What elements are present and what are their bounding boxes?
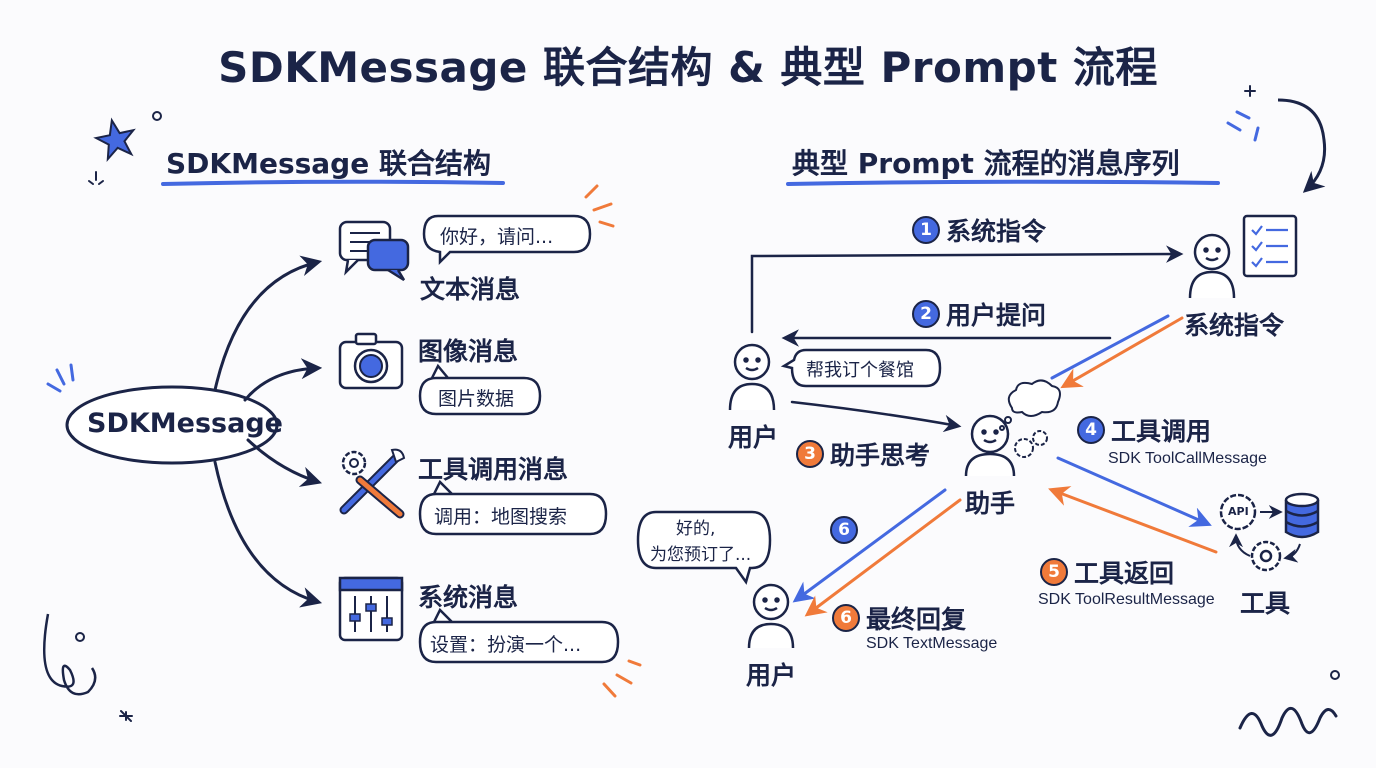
dot-decoration-3 — [1330, 670, 1340, 680]
database-icon — [1284, 492, 1320, 539]
bubble-system-content: 设置：扮演一个... — [430, 634, 582, 656]
bubble-tool-shape — [418, 479, 608, 536]
orange-spark-decoration — [584, 184, 642, 698]
step-5: 5 工具返回 — [1040, 554, 1174, 590]
step-6-sub: SDK TextMessage — [866, 635, 998, 652]
dot-decoration — [152, 111, 162, 121]
branch-label-text: 文本消息 — [420, 275, 521, 304]
cog-icon — [1250, 540, 1282, 572]
dot-decoration-2 — [75, 632, 85, 642]
sliders-icon — [338, 576, 404, 642]
user-top-icon — [728, 343, 776, 411]
step-3-label: 助手思考 — [830, 441, 931, 470]
step-6: 6 最终回复 — [832, 600, 966, 636]
right-heading: 典型 Prompt 流程的消息序列 — [792, 147, 1180, 180]
api-gear-icon — [1219, 493, 1257, 531]
reply-bubble-line1: 好的, — [676, 519, 716, 539]
thought-cloud-icon — [999, 379, 1061, 458]
system-person-icon — [1188, 233, 1236, 299]
bubble-text-content: 你好，请问... — [440, 226, 554, 248]
step-4-sub: SDK ToolCallMessage — [1108, 450, 1267, 467]
step-6a-number: 6 — [830, 516, 858, 544]
step-6-label: 最终回复 — [866, 605, 967, 634]
camera-icon — [338, 332, 404, 390]
bubble-text-shape — [422, 214, 592, 266]
step-5-label: 工具返回 — [1074, 559, 1175, 588]
tool-cycle-arrows — [1229, 505, 1301, 563]
user-bottom-icon — [747, 583, 795, 649]
step-5-sub: SDK ToolResultMessage — [1038, 591, 1215, 608]
user-top-label: 用户 — [728, 423, 779, 452]
step-2-label: 用户提问 — [946, 301, 1047, 330]
step-4-number: 4 — [1077, 416, 1105, 444]
branch-label-image: 图像消息 — [418, 337, 519, 366]
chat-icon — [338, 220, 410, 282]
arrow-user-to-assistant — [790, 400, 962, 433]
branch-label-system: 系统消息 — [418, 583, 519, 612]
left-heading-underline — [161, 179, 505, 186]
star-icon — [93, 117, 136, 163]
arrow-final-blue — [792, 488, 947, 603]
step-5-number: 5 — [1040, 558, 1068, 586]
step-3: 3 助手思考 — [796, 436, 930, 472]
reply-bubble-line2: 为您预订了... — [650, 545, 752, 565]
step-6a: 6 — [830, 516, 858, 544]
root-node-label: SDKMessage — [87, 408, 283, 439]
page-title: SDKMessage 联合结构 & 典型 Prompt 流程 — [218, 43, 1158, 92]
left-heading: SDKMessage 联合结构 — [166, 147, 491, 180]
branch-arrow-system — [213, 460, 323, 608]
bubble-tool-content: 调用：地图搜索 — [434, 506, 568, 528]
tools-icon — [339, 448, 406, 519]
user-bottom-label: 用户 — [746, 661, 797, 690]
step-3-number: 3 — [796, 440, 824, 468]
system-node-label: 系统指令 — [1184, 311, 1285, 340]
user-request-bubble-shape — [780, 348, 942, 388]
arrow-system-to-assistant-orange — [1060, 316, 1184, 389]
arrow-step1-system — [750, 245, 1184, 334]
spark-lines-decoration — [46, 110, 1260, 393]
step-1-number: 1 — [912, 216, 940, 244]
assistant-icon — [964, 414, 1016, 477]
user-request-bubble-text: 帮我订个餐馆 — [806, 360, 914, 381]
right-heading-underline — [786, 179, 1220, 186]
step-2-number: 2 — [912, 300, 940, 328]
step-6-number: 6 — [832, 604, 860, 632]
step-4: 4 工具调用 — [1077, 412, 1211, 448]
arrow-tool-result — [1048, 486, 1218, 554]
arrow-system-to-assistant-blue — [1050, 314, 1170, 380]
arrow-final-orange — [804, 498, 962, 617]
tool-label: 工具 — [1240, 589, 1291, 618]
squiggle-decoration — [1238, 707, 1338, 737]
assistant-label: 助手 — [965, 489, 1016, 518]
reply-bubble-shape — [636, 510, 772, 585]
step-4-label: 工具调用 — [1111, 417, 1212, 446]
curl-arrow-decoration — [1277, 98, 1327, 193]
bubble-image-shape — [418, 363, 542, 416]
branch-arrow-text — [213, 255, 323, 392]
step-2: 2 用户提问 — [912, 296, 1046, 332]
sparkle-decoration — [88, 85, 1256, 722]
bubble-system-shape — [418, 607, 620, 664]
step-1: 1 系统指令 — [912, 212, 1046, 248]
sdkmessage-root-node — [65, 385, 279, 465]
bubble-image-content: 图片数据 — [438, 388, 515, 410]
branch-arrow-tool — [246, 438, 323, 487]
step-1-label: 系统指令 — [946, 217, 1047, 246]
swirl-decoration — [42, 613, 97, 696]
branch-arrow-image — [243, 358, 323, 402]
branch-label-tool: 工具调用消息 — [418, 455, 569, 484]
checklist-icon — [1242, 214, 1298, 278]
api-label: API — [1228, 505, 1249, 518]
arrow-tool-call — [1056, 456, 1212, 527]
